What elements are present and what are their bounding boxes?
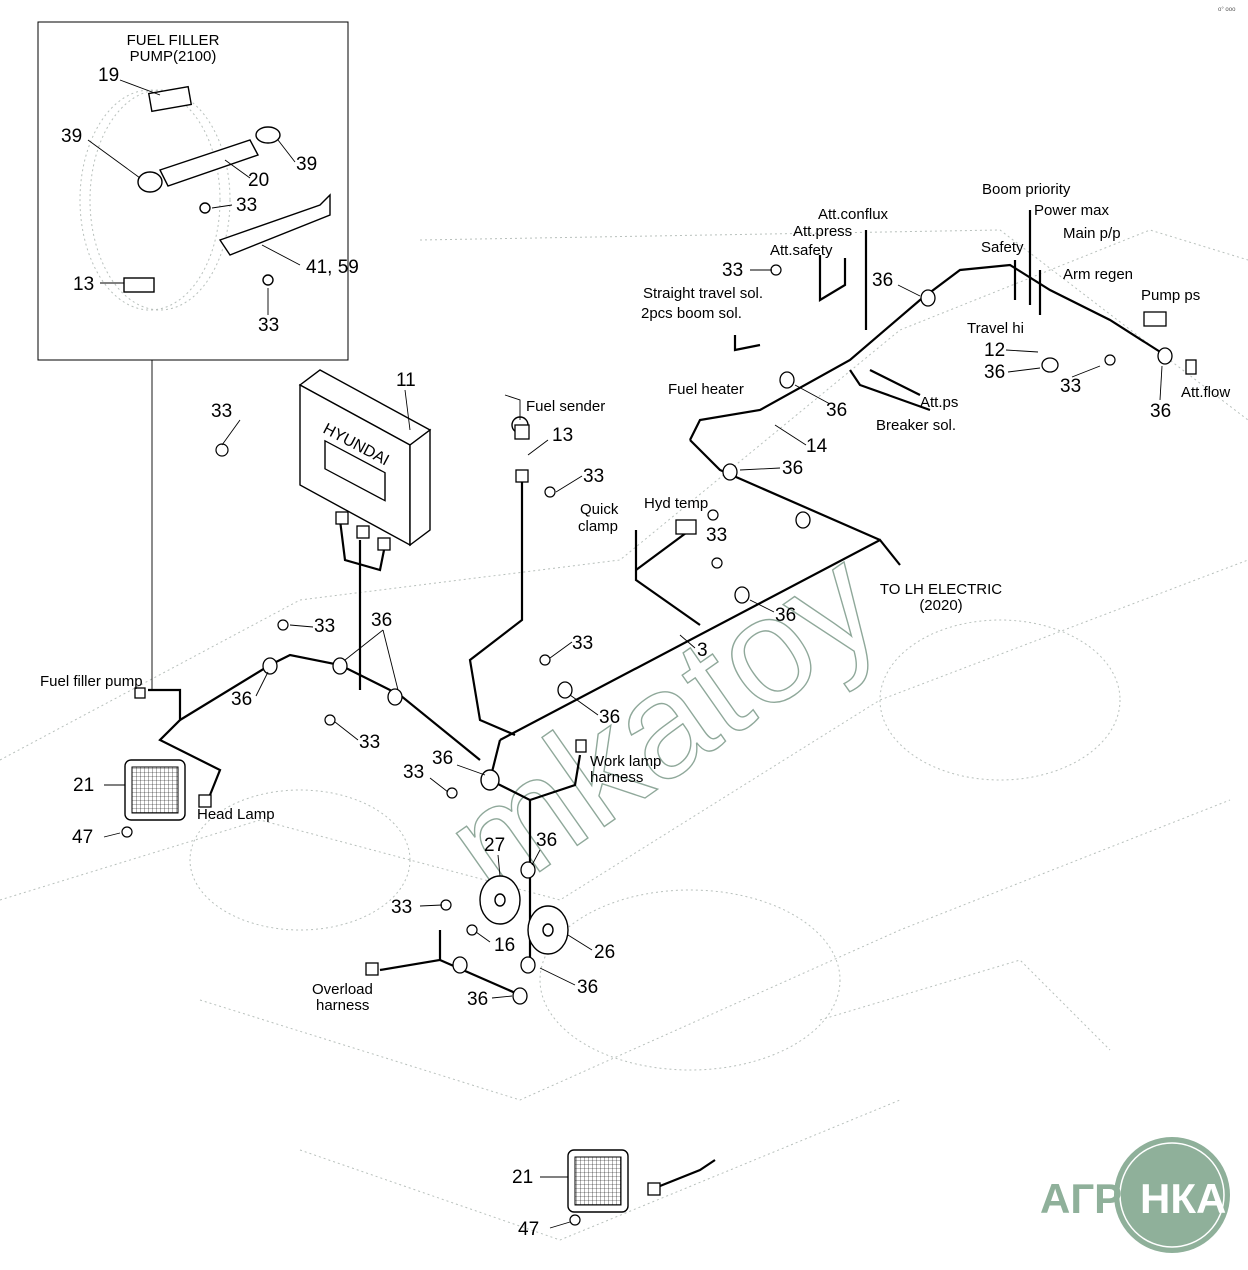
label-head-lamp: Head Lamp [197,806,275,823]
label-main-pp: Main p/p [1063,225,1121,242]
label-breaker-sol: Breaker sol. [876,417,956,434]
callout: 39 [61,126,82,147]
callout: 27 [484,835,505,856]
callout: 36 [577,977,598,998]
label-quick-clamp-2: clamp [578,518,618,535]
label-travel-hi: Travel hi [967,320,1024,337]
callout: 3 [697,640,708,661]
callout: 21 [512,1167,533,1188]
callout: 36 [1150,401,1171,422]
clamp-39b [255,126,281,144]
callout: 36 [782,458,803,479]
bracket-41 [218,193,331,256]
callout: 47 [518,1219,539,1240]
label-boom-priority: Boom priority [982,181,1071,198]
callout: 12 [984,340,1005,361]
callout: 33 [359,732,380,753]
label-straight-travel: Straight travel sol. [643,285,763,302]
label-att-flow: Att.flow [1181,384,1230,401]
callout: 33 [706,525,727,546]
label-pump-ps: Pump ps [1141,287,1200,304]
callout: 19 [98,65,119,86]
label-att-press: Att.press [793,223,852,240]
watermark: mkatoy [416,515,908,930]
callout: 20 [248,170,269,191]
callout: 33 [583,466,604,487]
inset-title-line2: PUMP(2100) [130,48,217,65]
agronka-logo: АГРО НКА [1040,1137,1230,1253]
harness-wires [148,210,1166,1192]
callouts: 11 33 13 33 14 36 33 36 3 33 36 33 36 36… [72,260,1171,1240]
callout: 36 [599,707,620,728]
callout: 26 [594,942,615,963]
callout: 36 [984,362,1005,383]
inset-title-line1: FUEL FILLER [127,32,220,49]
clamp-39 [137,171,163,193]
labels: Fuel sender Fuel heater Quick clamp Hyd … [40,181,1230,1014]
callout: 33 [391,897,412,918]
label-overload: Overload [312,981,373,998]
callout: 14 [806,436,828,457]
callout: 33 [403,762,424,783]
label-power-max: Power max [1034,202,1110,219]
callout: 33 [258,315,279,336]
label-fuel-sender: Fuel sender [526,398,605,415]
logo-text-right: НКА [1140,1175,1226,1222]
bracket-13 [123,277,155,293]
label-overload-2: harness [316,997,369,1014]
label-arm-regen: Arm regen [1063,266,1133,283]
label-fuel-heater: Fuel heater [668,381,744,398]
callout: 36 [536,830,557,851]
strap-19 [147,85,193,113]
leader-lines [103,269,1163,1229]
callout: 36 [775,605,796,626]
callout: 13 [73,274,94,295]
bolt-33-set [121,264,1116,1226]
callout: 13 [552,425,573,446]
callout: 11 [396,370,416,391]
callout: 36 [467,989,488,1010]
background-machine-outline [0,89,1248,1241]
label-hyd-temp: Hyd temp [644,495,708,512]
callout: 33 [722,260,743,281]
ecu-controller-11: HYUNDAI [298,369,432,547]
label-to-lh-electric-2: (2020) [919,597,962,614]
logo-text-left: АГРО [1040,1175,1154,1222]
callout: 47 [72,827,93,848]
callout: 33 [211,401,232,422]
inset-fuel-filler-pump: FUEL FILLER PUMP(2100) 19 39 20 39 33 13… [37,21,359,690]
callout: 39 [296,154,317,175]
callout: 41, 59 [306,257,359,278]
label-quick-clamp: Quick [580,501,619,518]
callout: 33 [572,633,593,654]
callout: 33 [236,195,257,216]
components [121,264,1197,1226]
callout: 33 [314,616,335,637]
label-fuel-filler-pump: Fuel filler pump [40,673,143,690]
callout: 36 [371,610,392,631]
callout: 36 [432,748,453,769]
callout: 16 [494,935,515,956]
label-boom-sol: 2pcs boom sol. [641,305,742,322]
label-att-ps: Att.ps [920,394,958,411]
callout: 36 [231,689,252,710]
label-att-safety: Att.safety [770,242,833,259]
callout: 21 [73,775,94,796]
hose-20 [159,139,260,187]
label-work-lamp-2: harness [590,769,643,786]
callout: 36 [872,270,893,291]
label-work-lamp: Work lamp [590,753,661,770]
callout: 36 [826,400,847,421]
label-to-lh-electric: TO LH ELECTRIC [880,581,1002,598]
corner-mark: o° ooo [1218,7,1236,13]
label-att-conflux: Att.conflux [818,206,889,223]
label-safety: Safety [981,239,1024,256]
callout: 33 [1060,376,1081,397]
